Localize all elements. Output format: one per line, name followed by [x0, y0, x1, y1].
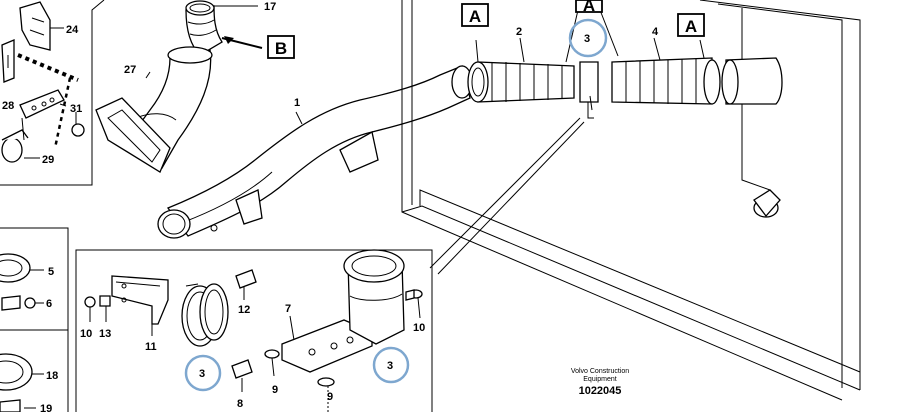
callout-1: 1	[294, 97, 300, 109]
bellows-assembly	[429, 9, 721, 275]
callout-8: 8	[237, 398, 243, 410]
callout-9-left: 9	[272, 384, 278, 396]
caption-ref-number: 1022045	[579, 385, 622, 397]
callout-10-left: 10	[80, 328, 92, 340]
highlight-circle-lower-left	[184, 354, 222, 392]
hose-assembly-upper	[95, 0, 263, 173]
svg-text:B: B	[275, 39, 287, 58]
highlight-circle-lower-right	[372, 346, 410, 384]
callout-31: 31	[70, 103, 82, 115]
ref-box-a-center: A	[575, 0, 603, 15]
callout-13: 13	[99, 328, 111, 340]
callout-3-lower-left: 3	[199, 368, 205, 380]
ref-box-b: B	[267, 35, 295, 59]
svg-text:A: A	[583, 0, 595, 15]
callout-18: 18	[46, 370, 58, 382]
callout-17: 17	[264, 1, 276, 13]
callout-28: 28	[2, 100, 14, 112]
caption-brand-line1: Volvo Construction	[571, 368, 629, 375]
callout-24: 24	[66, 24, 79, 36]
highlight-circle-top	[568, 18, 608, 58]
detail-frame-top-left	[0, 0, 105, 186]
callout-29: 29	[42, 154, 54, 166]
svg-text:A: A	[469, 7, 481, 26]
callout-19: 19	[40, 403, 52, 412]
parts-left-column	[0, 227, 69, 412]
callout-7: 7	[285, 303, 291, 315]
callout-6: 6	[46, 298, 52, 310]
ref-box-a-right: A	[677, 13, 705, 37]
callout-11: 11	[145, 341, 157, 353]
svg-text:A: A	[685, 17, 697, 36]
ref-box-a-left: A	[461, 3, 489, 27]
callout-3-lower-right: 3	[387, 360, 393, 372]
callout-12: 12	[238, 304, 250, 316]
caption-brand-line2: Equipment	[583, 376, 617, 383]
callout-4: 4	[652, 26, 659, 38]
callout-27: 27	[124, 64, 136, 76]
callout-5: 5	[48, 266, 54, 278]
callout-10-right: 10	[413, 322, 425, 334]
callout-9-right: 9	[327, 391, 333, 403]
callout-2: 2	[516, 26, 522, 38]
callout-3-top: 3	[584, 33, 590, 45]
detail-frame-bottom	[75, 249, 433, 412]
radiator-frame	[401, 0, 861, 401]
pipe-main	[157, 65, 473, 239]
